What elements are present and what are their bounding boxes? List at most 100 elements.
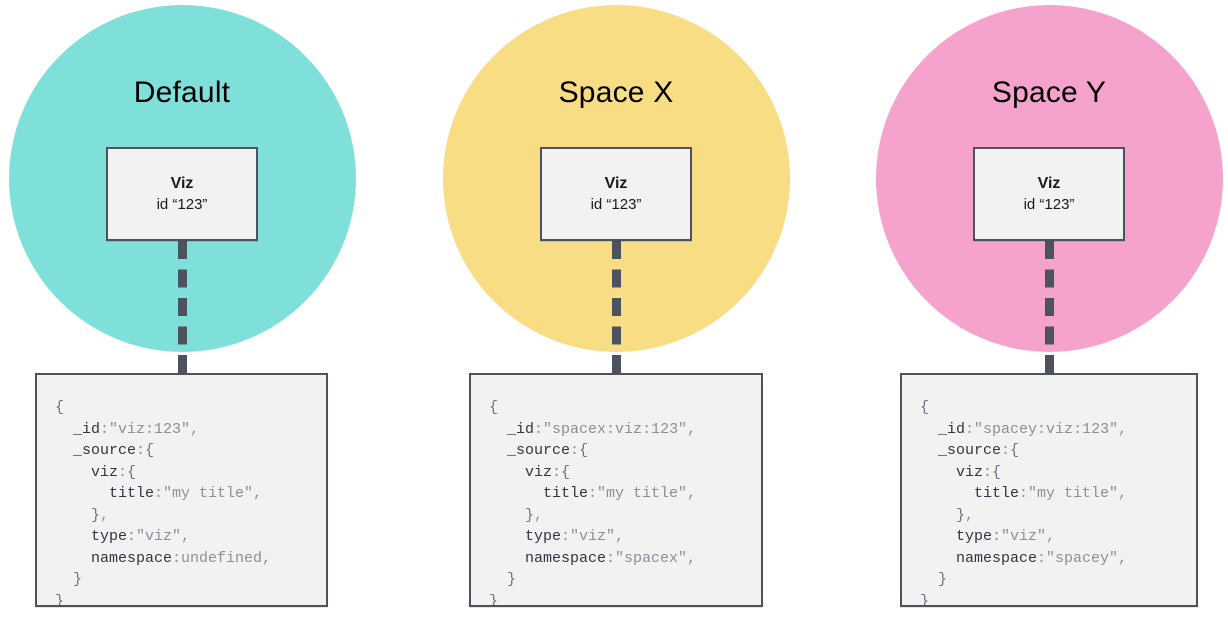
code-token-key: namespace xyxy=(91,549,173,567)
code-line: title:"my title", xyxy=(489,483,761,505)
space-title-default: Default xyxy=(133,76,231,109)
code-line: }, xyxy=(920,505,1196,527)
code-token-punct: : xyxy=(1019,485,1029,502)
code-token-brace: } xyxy=(525,506,535,524)
code-token-punct: , xyxy=(1046,528,1056,545)
code-line: _id:"spacex:viz:123", xyxy=(489,419,761,441)
code-token-val: "spacex" xyxy=(615,549,688,567)
code-token-punct: , xyxy=(687,420,697,438)
code-token-punct xyxy=(55,550,91,567)
code-token-brace: } xyxy=(489,592,499,607)
code-token-punct: , xyxy=(190,420,200,438)
code-token-brace: { xyxy=(489,399,499,416)
code-token-brace: { xyxy=(561,463,571,481)
viz-node-title: Viz xyxy=(170,174,194,192)
code-token-punct xyxy=(489,571,507,588)
code-line: _id:"spacey:viz:123", xyxy=(920,419,1196,441)
code-token-punct: , xyxy=(181,528,191,545)
code-token-brace: { xyxy=(145,442,155,459)
code-token-punct: : xyxy=(561,528,571,545)
space-title-spacey: Space Y xyxy=(991,76,1107,109)
code-token-brace: { xyxy=(127,463,137,481)
code-token-key: type xyxy=(956,528,993,545)
code-token-brace: } xyxy=(938,571,948,588)
code-token-punct: : xyxy=(965,420,975,438)
code-line: namespace:"spacey", xyxy=(920,548,1196,570)
code-token-key: viz xyxy=(525,463,553,481)
code-token-punct xyxy=(920,485,974,502)
code-token-punct: , xyxy=(100,506,110,524)
code-line: }, xyxy=(489,505,761,527)
connector-line-spacex xyxy=(612,241,621,373)
code-line: } xyxy=(55,569,326,591)
code-line: viz:{ xyxy=(55,462,326,484)
space-title-spacex: Space X xyxy=(558,76,674,109)
code-token-punct: : xyxy=(154,485,164,502)
code-line: } xyxy=(920,569,1196,591)
code-block-spacex: { _id:"spacex:viz:123", _source:{ viz:{ … xyxy=(469,373,763,607)
code-token-punct: : xyxy=(100,420,110,438)
code-token-punct: , xyxy=(1118,420,1128,438)
viz-node-title: Viz xyxy=(1037,174,1061,192)
code-token-brace: { xyxy=(992,463,1002,481)
code-token-punct: : xyxy=(983,463,993,481)
code-line: viz:{ xyxy=(489,462,761,484)
code-token-val: "my title" xyxy=(597,485,688,502)
code-token-punct: : xyxy=(1001,442,1011,459)
code-token-punct xyxy=(55,464,91,481)
code-token-punct: : xyxy=(172,549,182,567)
code-token-punct: : xyxy=(588,485,598,502)
viz-node-id: id “123” xyxy=(590,195,642,213)
code-token-punct: , xyxy=(687,549,697,567)
viz-node-title: Viz xyxy=(604,174,628,192)
code-line: _source:{ xyxy=(489,440,761,462)
code-token-brace: } xyxy=(507,571,517,588)
code-token-punct xyxy=(920,442,938,459)
code-token-punct: : xyxy=(534,420,544,438)
code-line: type:"viz", xyxy=(920,526,1196,548)
code-token-punct xyxy=(55,442,73,459)
code-token-punct: , xyxy=(615,528,625,545)
code-token-punct: : xyxy=(992,528,1002,545)
code-token-key: _id xyxy=(73,420,101,438)
code-token-val: "spacey" xyxy=(1046,549,1119,567)
code-token-key: viz xyxy=(91,463,119,481)
code-token-key: title xyxy=(974,485,1020,502)
code-block-spacey: { _id:"spacey:viz:123", _source:{ viz:{ … xyxy=(900,373,1198,607)
code-line: viz:{ xyxy=(920,462,1196,484)
code-token-punct: , xyxy=(253,485,263,502)
code-token-val: "viz" xyxy=(136,528,182,545)
viz-node-id: id “123” xyxy=(1023,195,1075,213)
code-token-key: _source xyxy=(73,442,137,459)
code-line: namespace:"spacex", xyxy=(489,548,761,570)
code-line: { xyxy=(489,397,761,419)
code-token-brace: { xyxy=(1010,442,1020,459)
code-token-brace: { xyxy=(579,442,589,459)
code-token-punct xyxy=(920,571,938,588)
code-token-val: "spacey:viz:123" xyxy=(974,420,1119,438)
code-token-val: "my title" xyxy=(1028,485,1119,502)
code-token-punct: , xyxy=(965,506,975,524)
code-line: } xyxy=(489,569,761,591)
viz-node-spacex[interactable]: Viz id “123” xyxy=(540,147,692,241)
code-token-punct: , xyxy=(1118,549,1128,567)
code-token-val: "spacex:viz:123" xyxy=(543,420,688,438)
viz-node-spacey[interactable]: Viz id “123” xyxy=(973,147,1125,241)
code-token-punct: : xyxy=(136,442,146,459)
code-token-brace: } xyxy=(91,506,101,524)
code-token-key: namespace xyxy=(525,549,607,567)
code-line: } xyxy=(55,591,326,607)
code-token-punct xyxy=(55,421,73,438)
code-token-punct xyxy=(489,550,525,567)
code-token-punct xyxy=(55,507,91,524)
code-token-punct: : xyxy=(118,463,128,481)
code-content: { _id:"spacey:viz:123", _source:{ viz:{ … xyxy=(920,397,1196,605)
code-token-val: "viz:123" xyxy=(109,420,191,438)
code-token-punct xyxy=(920,464,956,481)
code-token-brace: { xyxy=(920,399,930,416)
viz-node-id: id “123” xyxy=(156,195,208,213)
viz-node-default[interactable]: Viz id “123” xyxy=(106,147,258,241)
code-token-brace: } xyxy=(55,592,65,607)
code-token-punct xyxy=(920,507,956,524)
